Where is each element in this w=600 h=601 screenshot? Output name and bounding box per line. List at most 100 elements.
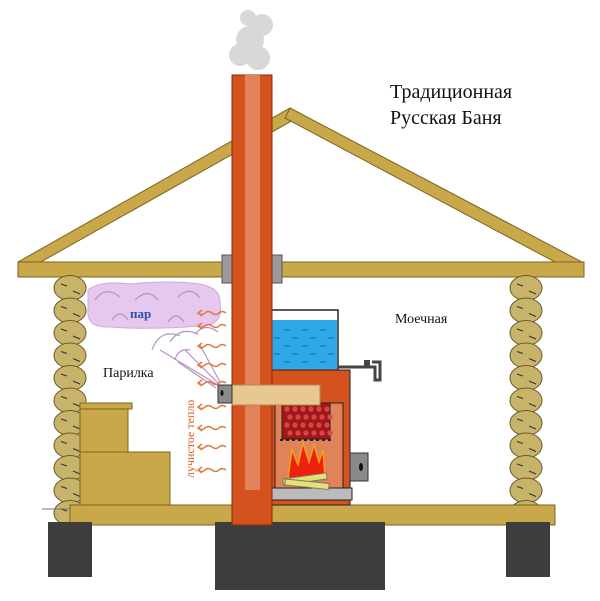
log-crack	[72, 403, 81, 407]
left-log-wall	[53, 275, 87, 526]
log-crack	[60, 441, 68, 444]
heat-arrow-head	[196, 379, 203, 387]
log-crack	[60, 486, 68, 489]
title-line-2: Русская Баня	[390, 107, 502, 129]
stone	[319, 414, 325, 420]
log	[509, 477, 543, 504]
water	[261, 320, 337, 369]
log	[53, 297, 87, 324]
heat-arrow	[197, 362, 227, 368]
log	[53, 365, 87, 391]
radiant-heat-label: лучистое тепло	[183, 400, 197, 478]
log	[509, 387, 543, 414]
log-crack	[528, 493, 537, 497]
log-crack	[528, 380, 537, 385]
heat-arrow	[197, 380, 227, 386]
log-crack	[528, 448, 537, 452]
stone	[284, 406, 290, 412]
log-crack	[72, 290, 81, 295]
nozzle-hole	[220, 390, 224, 396]
heat-arrow	[197, 310, 227, 316]
log-crack	[72, 380, 81, 385]
log-crack	[516, 486, 524, 489]
heat-arrow-head	[196, 361, 203, 369]
log-crack	[528, 290, 537, 295]
foundation	[48, 522, 550, 590]
log-crack	[516, 351, 524, 354]
heat-arrow	[197, 444, 227, 450]
stone	[308, 422, 314, 428]
log-crack	[516, 441, 524, 444]
washing-room-label: Моечная	[395, 312, 448, 327]
chimney-roof-plate-right	[271, 254, 283, 284]
stone	[303, 430, 309, 436]
log-crack	[516, 418, 524, 422]
heat-arrow-head	[196, 466, 203, 474]
stone	[327, 430, 333, 436]
firewood	[282, 472, 330, 491]
ceiling-beam	[17, 261, 585, 278]
stone	[316, 406, 322, 412]
steam-outlet-nozzle	[217, 384, 233, 404]
chimney-roof-plate-left	[221, 254, 233, 284]
stone	[295, 414, 301, 420]
heat-arrow	[197, 467, 227, 473]
log-crack	[516, 373, 524, 377]
log-crack	[60, 351, 68, 354]
log-crack	[60, 283, 68, 287]
log	[509, 297, 543, 324]
log-crack	[528, 425, 537, 430]
heat-arrow-head	[196, 424, 203, 432]
log-crack	[60, 306, 68, 309]
heat-arrow-head	[196, 403, 203, 411]
stone	[311, 414, 317, 420]
heat-arrow-head	[196, 322, 203, 330]
log-crack	[72, 335, 81, 340]
heat-arrow-head	[196, 309, 203, 317]
log-crack	[72, 493, 81, 497]
log-crack	[60, 396, 68, 399]
log	[509, 342, 543, 369]
log	[509, 365, 543, 391]
right-log-wall	[509, 275, 543, 526]
heat-arrow	[197, 343, 227, 349]
smoke	[229, 10, 273, 70]
stone	[308, 406, 314, 412]
log-crack	[72, 448, 81, 452]
log-crack	[516, 396, 524, 399]
log	[509, 275, 543, 301]
log-crack	[528, 313, 537, 317]
stone	[319, 430, 325, 436]
radiant-heat-arrows	[196, 309, 227, 474]
stone	[327, 414, 333, 420]
steam-outlet-pipe	[231, 384, 321, 406]
log-crack	[528, 470, 537, 475]
heat-arrow	[197, 323, 227, 329]
stone	[324, 406, 330, 412]
stone	[292, 422, 298, 428]
stone	[292, 406, 298, 412]
log-crack	[528, 358, 537, 362]
tap-valve	[364, 360, 370, 368]
log-crack	[72, 358, 81, 362]
stone	[300, 406, 306, 412]
log-crack	[60, 418, 68, 422]
fire-flames	[287, 440, 326, 479]
heat-arrow	[197, 404, 227, 410]
stone	[284, 422, 290, 428]
log	[53, 320, 87, 346]
log-crack	[72, 425, 81, 430]
stone	[316, 422, 322, 428]
title-line-1: Традиционная	[390, 81, 512, 103]
heat-arrow-head	[196, 342, 203, 350]
log-crack	[72, 313, 81, 317]
log-crack	[60, 373, 68, 377]
log	[509, 320, 543, 346]
roof	[16, 107, 583, 271]
log	[509, 432, 543, 459]
chimney-inner-flue	[245, 75, 260, 490]
log-crack	[60, 328, 68, 332]
log	[53, 342, 87, 369]
